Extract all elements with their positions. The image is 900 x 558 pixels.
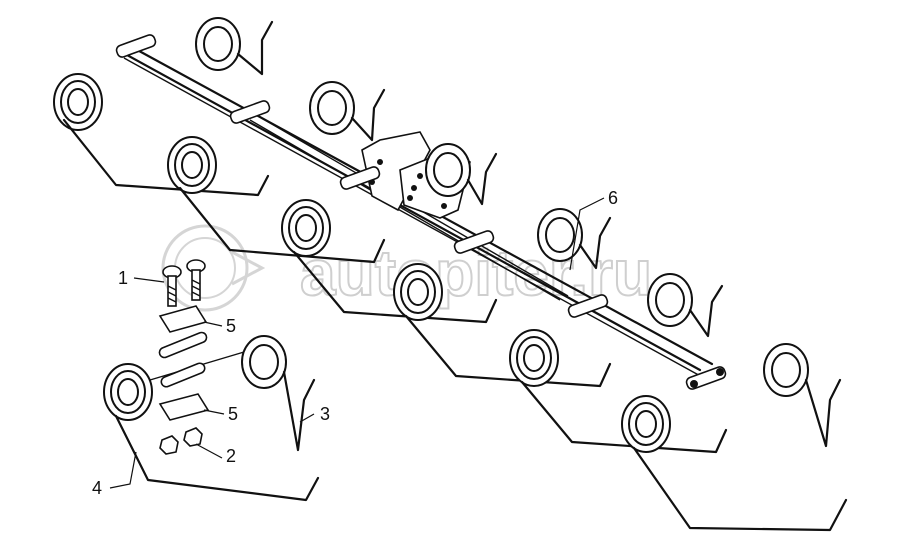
tine-spring — [53, 17, 274, 197]
tine-spring — [393, 208, 612, 388]
callout-4: 4 — [92, 478, 102, 498]
tine-spring — [509, 273, 728, 454]
tine-spring — [167, 81, 386, 264]
lock-nut — [159, 427, 203, 455]
callout-5-upper: 5 — [226, 316, 236, 336]
callout-1: 1 — [118, 268, 128, 288]
callout-6: 6 — [608, 188, 618, 208]
tine-spring-row — [53, 17, 848, 532]
callout-3: 3 — [320, 404, 330, 424]
callout-5-lower: 5 — [228, 404, 238, 424]
carriage-bolt — [162, 265, 182, 307]
tine-spring — [281, 143, 498, 324]
carriage-bolt — [186, 259, 206, 301]
callout-2: 2 — [226, 446, 236, 466]
tine-spring — [621, 343, 848, 532]
leader-lines — [109, 197, 605, 489]
callout-labels: 1 2 3 4 5 5 6 — [92, 188, 618, 498]
exploded-tine-assembly — [103, 259, 320, 502]
